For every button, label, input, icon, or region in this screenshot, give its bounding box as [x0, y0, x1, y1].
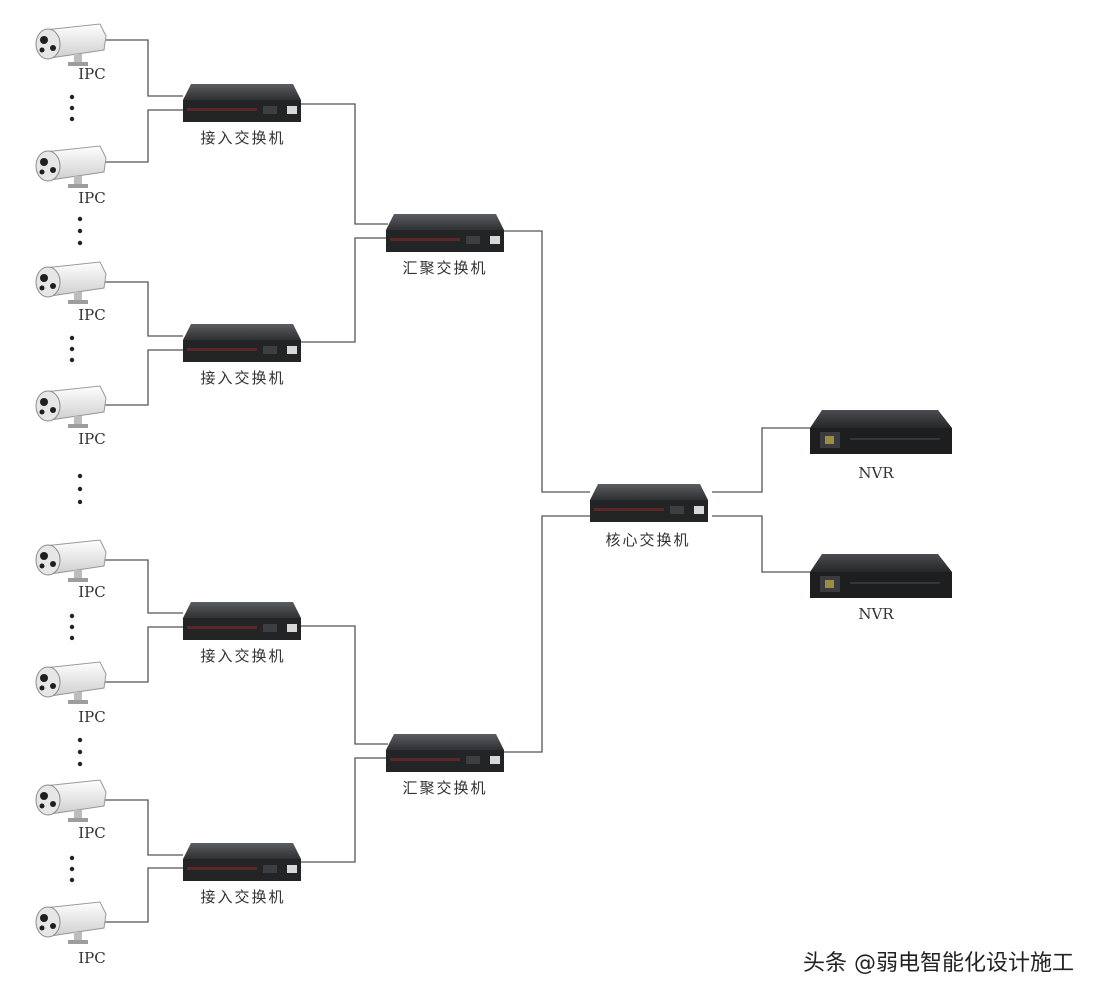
aggregation-switch-2: 汇聚交换机: [386, 734, 504, 797]
access-switch-1: 接入交换机: [183, 84, 301, 147]
ipc-label: IPC: [78, 65, 106, 83]
ipc-label: IPC: [78, 306, 106, 324]
ipc-label: IPC: [78, 949, 106, 967]
connection-lines: [104, 39, 812, 923]
access-switch-label: 接入交换机: [200, 369, 285, 387]
nvr-icon: [810, 410, 952, 454]
core-switch-label: 核心交换机: [605, 531, 690, 549]
ipc-camera-3: IPC: [35, 261, 107, 324]
ipc-camera-icon: [35, 145, 107, 189]
nvr-label: NVR: [858, 464, 894, 482]
ipc-camera-8: IPC: [35, 901, 107, 967]
access-switch-4: 接入交换机: [183, 843, 301, 906]
ipc-label: IPC: [78, 189, 106, 207]
ipc-camera-6: IPC: [35, 661, 107, 726]
aggregation-switch-label: 汇聚交换机: [402, 779, 487, 797]
core-switch: 核心交换机: [590, 484, 708, 549]
ipc-camera-2: IPC: [35, 145, 107, 207]
ipc-label: IPC: [78, 708, 106, 726]
ipc-camera-1: IPC: [35, 23, 107, 83]
access-switch-3: 接入交换机: [183, 602, 301, 665]
ipc-camera-4: IPC: [35, 385, 107, 448]
ellipsis-dots: [69, 94, 83, 883]
switch-icon: [183, 843, 301, 881]
switch-icon: [386, 214, 504, 252]
ipc-camera-icon: [35, 385, 107, 429]
ipc-camera-icon: [35, 661, 107, 705]
aggregation-switch-label: 汇聚交换机: [402, 259, 487, 277]
switch-icon: [183, 324, 301, 362]
nvr-label: NVR: [858, 605, 894, 623]
ipc-camera-icon: [35, 779, 107, 823]
ipc-label: IPC: [78, 430, 106, 448]
switch-icon: [183, 84, 301, 122]
switch-icon: [386, 734, 504, 772]
ipc-label: IPC: [78, 583, 106, 601]
aggregation-switch-1: 汇聚交换机: [386, 214, 504, 277]
ipc-camera-icon: [35, 901, 107, 945]
ipc-camera-5: IPC: [35, 539, 107, 601]
ipc-camera-7: IPC: [35, 779, 107, 842]
access-switch-2: 接入交换机: [183, 324, 301, 387]
access-switch-label: 接入交换机: [200, 888, 285, 906]
ipc-camera-icon: [35, 261, 107, 305]
nvr-2: NVR: [810, 554, 952, 623]
access-switch-label: 接入交换机: [200, 129, 285, 147]
switch-icon: [590, 484, 708, 522]
nvr-icon: [810, 554, 952, 598]
nvr-1: NVR: [810, 410, 952, 482]
ipc-label: IPC: [78, 824, 106, 842]
watermark: 头条 @弱电智能化设计施工: [803, 951, 1074, 976]
ipc-camera-icon: [35, 539, 107, 583]
access-switch-label: 接入交换机: [200, 647, 285, 665]
switch-icon: [183, 602, 301, 640]
ipc-camera-icon: [35, 23, 107, 67]
